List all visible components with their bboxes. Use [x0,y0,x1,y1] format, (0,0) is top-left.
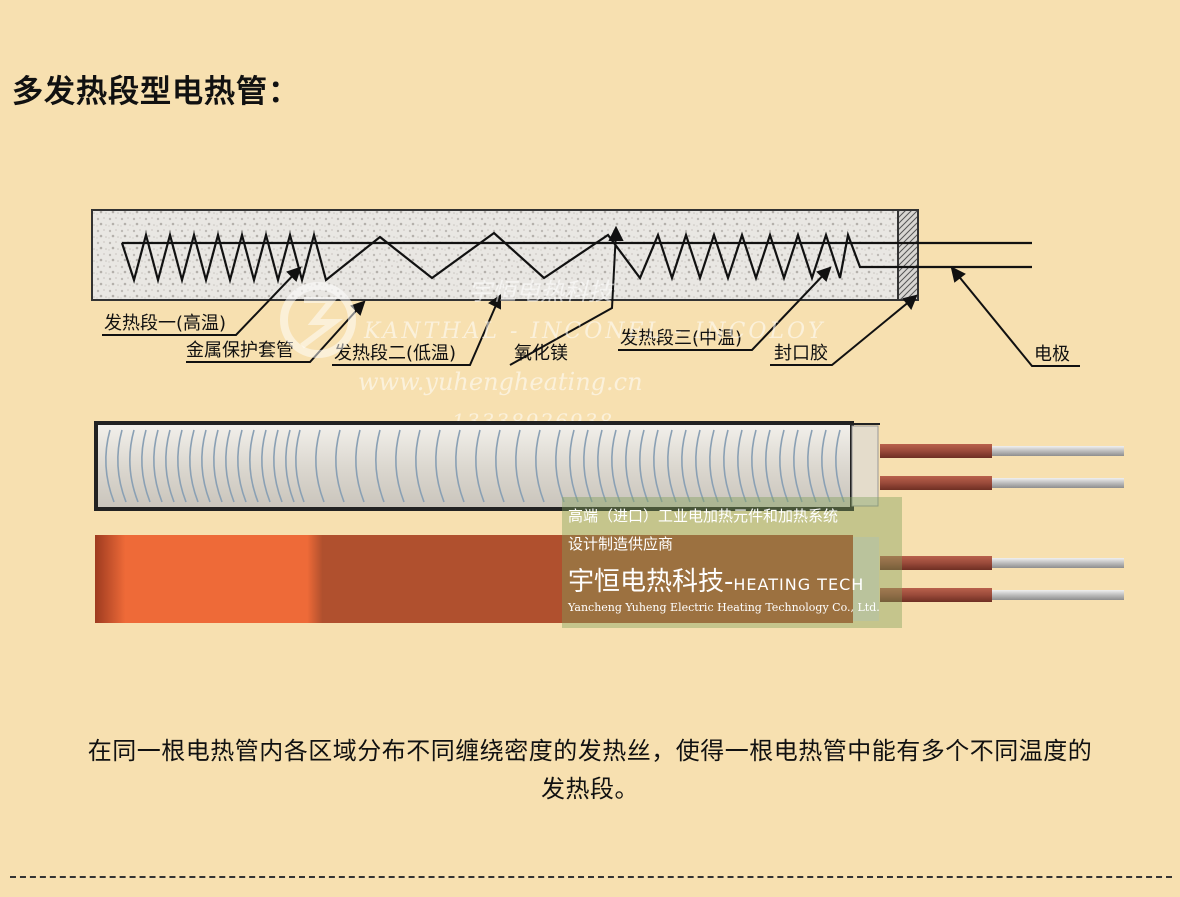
coil-turn [821,429,831,503]
coil-turn [285,429,295,503]
coil-turn [141,429,151,503]
banner-brand: 宇恒电热科技-HEATING TECH [568,561,864,598]
coil-turn [515,429,525,503]
caption: 在同一根电热管内各区域分布不同缠绕密度的发热丝，使得一根电热管中能有多个不同温度… [10,732,1170,808]
coil-turn [201,429,211,503]
label-heating-segment-low: 发热段二(低温) [334,343,456,364]
coil-turn [225,429,235,503]
coil-turn [807,429,817,503]
coil-turn [793,429,803,503]
coil-turn [335,429,345,503]
coil-turn [751,429,761,503]
coil-turn [165,429,175,503]
dashed-divider [10,876,1172,878]
coil-turn [395,429,405,503]
schematic-section: 发热段一(高温) 金属保护套管 发热段二(低温) 氧化镁 发热段三(中温) 封口… [91,209,1080,367]
leader-lines [102,225,1080,367]
lead-wire-top-2 [880,556,992,570]
coil-turn [723,429,733,503]
coil-turn [249,429,259,503]
coil-turn [555,429,565,503]
caption-line-2: 发热段。 [541,775,639,803]
coil-turn [273,429,283,503]
label-heating-segment-mid: 发热段三(中温) [620,328,742,349]
coil-turn [639,429,649,503]
terminal-pin-top-2 [992,558,1124,568]
coil-turn [709,429,719,503]
label-heating-segment-high: 发热段一(高温) [104,313,226,334]
coil-turn [153,429,163,503]
coil-turn [667,429,677,503]
coil-turn [455,429,465,503]
heated-tube-seal [853,537,879,621]
coil-turn [117,429,127,503]
coil-turn [765,429,775,503]
banner-brand-en: HEATING TECH [733,575,865,594]
coil-windings [105,429,845,503]
heated-tube-illustration [95,535,1124,623]
coil-turn [835,429,845,503]
coil-turn [213,429,223,503]
coil-turn [583,429,593,503]
coil-turn [129,429,139,503]
coil-turn [475,429,485,503]
coil-turn [597,429,607,503]
coil-turn [105,429,115,503]
terminal-pin-bottom-2 [992,590,1124,600]
coil-turn [435,429,445,503]
banner-brand-cn: 宇恒电热科技- [568,567,734,597]
caption-line-1: 在同一根电热管内各区域分布不同缠绕密度的发热丝，使得一根电热管中能有多个不同温度… [87,737,1093,765]
coil-turn [315,429,325,503]
coil-tube-illustration [94,421,1124,511]
coil-turn [355,429,365,503]
banner-company-name: Yancheng Yuheng Electric Heating Technol… [568,601,880,614]
coil-turn [375,429,385,503]
label-magnesium-oxide: 氧化镁 [514,343,568,364]
label-seal-glue: 封口胶 [774,343,828,364]
watermark-url: www.yuhengheating.cn [358,368,643,396]
coil-turn [653,429,663,503]
label-metal-sheath: 金属保护套管 [186,340,294,361]
coil-turn [625,429,635,503]
coil-turn [237,429,247,503]
watermark-alloys: KANTHAL - INCONEL - INCOLOY [363,319,826,344]
coil-turn [295,429,305,503]
heating-tube-diagram: 发热段一(高温) 金属保护套管 发热段二(低温) 氧化镁 发热段三(中温) 封口… [91,209,1124,623]
lead-wire-bottom-2 [880,588,992,602]
terminal-pin-bottom [992,478,1124,488]
banner-tagline: 高端（进口）工业电加热元件和加热系统 [568,507,839,525]
coil-turn [177,429,187,503]
company-banner: 高端（进口）工业电加热元件和加热系统 设计制造供应商 宇恒电热科技-HEATIN… [562,497,902,628]
lead-wire-bottom [880,476,992,490]
coil-turn [779,429,789,503]
terminal-pin-top [992,446,1124,456]
coil-turn [415,429,425,503]
watermark-logo [280,282,356,358]
coil-turn [737,429,747,503]
coil-turn [695,429,705,503]
heated-tube-body [95,535,853,623]
coil-turn [569,429,579,503]
seal-plug [897,209,919,301]
banner-subtitle: 设计制造供应商 [568,535,674,553]
label-electrode: 电极 [1034,344,1070,365]
coil-turn [611,429,621,503]
coil-turn [535,429,545,503]
watermark-brand: 宇恒电热科技 [468,278,615,306]
lead-wire-top [880,444,992,458]
heating-wire [120,230,1032,285]
coil-turn [495,429,505,503]
page-title: 多发热段型电热管： [12,74,300,110]
coil-tube-seal [851,425,879,507]
coil-turn [261,429,271,503]
coil-turn [189,429,199,503]
coil-turn [681,429,691,503]
